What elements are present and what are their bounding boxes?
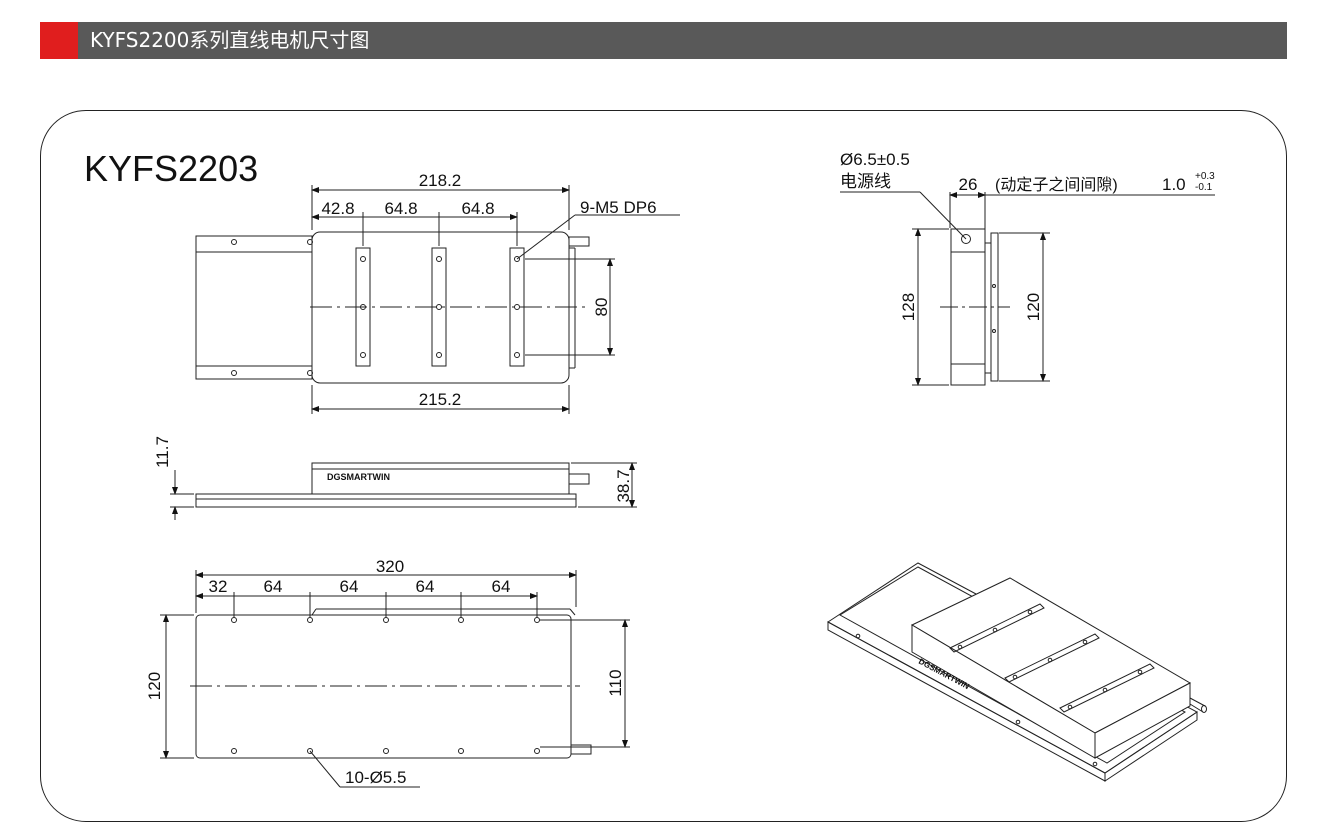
base-overall-length: 320 bbox=[376, 557, 404, 576]
gap-label: (动定子之间间隙) bbox=[995, 176, 1118, 194]
base-view bbox=[160, 570, 630, 788]
side-base-height: 11.7 bbox=[153, 436, 172, 468]
header-accent bbox=[40, 22, 78, 59]
top-spacing-2: 64.8 bbox=[384, 199, 417, 218]
base-hole-spacing: 110 bbox=[606, 669, 625, 696]
end-depth: 26 bbox=[959, 175, 978, 194]
base-spacing-3: 64 bbox=[340, 577, 359, 596]
side-brand-text: DGSMARTWIN bbox=[327, 472, 390, 482]
base-spacing-4: 64 bbox=[416, 577, 435, 596]
side-view bbox=[170, 462, 637, 520]
section-header: KYFS2200系列直线电机尺寸图 bbox=[40, 22, 1287, 59]
top-overall-length: 218.2 bbox=[419, 171, 462, 190]
gap-value: 1.0 bbox=[1162, 175, 1186, 194]
end-height-right: 120 bbox=[1024, 293, 1043, 321]
drawing-frame bbox=[40, 110, 1287, 822]
iso-view bbox=[827, 562, 1207, 782]
hole-callout: 10-Ø5.5 bbox=[345, 768, 406, 787]
base-spacing-1: 32 bbox=[209, 577, 228, 596]
thread-callout: 9-M5 DP6 bbox=[580, 198, 657, 217]
model-title: KYFS2203 bbox=[84, 148, 258, 189]
cable-label: 电源线 bbox=[840, 172, 891, 191]
gap-tol-lower: -0.1 bbox=[1195, 182, 1213, 193]
side-total-height: 38.7 bbox=[614, 469, 633, 502]
header-title: KYFS2200系列直线电机尺寸图 bbox=[90, 28, 370, 52]
cable-spec: Ø6.5±0.5 bbox=[840, 150, 910, 169]
gap-tol-upper: +0.3 bbox=[1195, 171, 1215, 182]
top-view bbox=[195, 185, 680, 414]
top-base-length: 215.2 bbox=[419, 390, 462, 409]
top-spacing-1: 42.8 bbox=[321, 199, 354, 218]
top-spacing-3: 64.8 bbox=[461, 199, 494, 218]
base-width: 120 bbox=[145, 672, 164, 700]
top-vertical-spacing: 80 bbox=[592, 298, 611, 317]
base-spacing-5: 64 bbox=[492, 577, 511, 596]
end-view bbox=[840, 191, 1215, 386]
base-spacing-2: 64 bbox=[264, 577, 283, 596]
end-height-left: 128 bbox=[899, 293, 918, 321]
